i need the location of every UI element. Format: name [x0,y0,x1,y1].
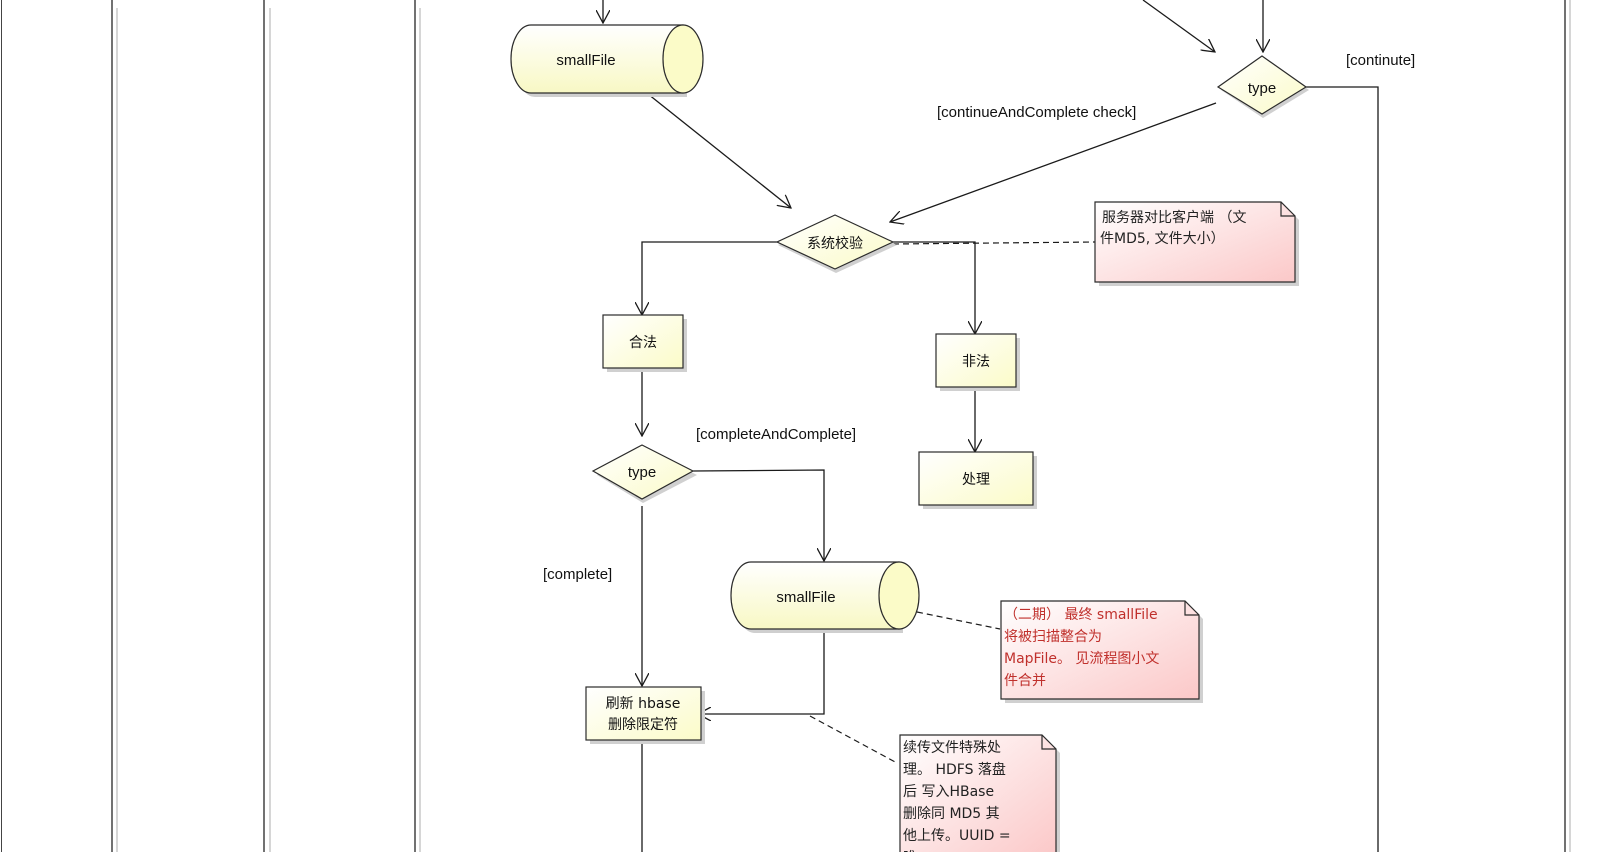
edge-type-to-check [890,102,1217,222]
illegal-action[interactable]: 非法 [935,333,1020,391]
check-note-line-1: 服务器对比客户端 （文 [1102,209,1246,226]
type-mid-label: type [628,464,656,481]
refresh-label-line2: 删除限定符 [608,717,678,733]
connectors [603,0,1379,852]
resume-note-line-5: 他上传。UUID = [903,828,1011,844]
smallfile-mid-node[interactable]: smallFile [730,561,920,633]
swimlane-borders [1,0,1571,852]
note-anchors [809,241,1096,764]
check-decision[interactable]: 系统校验 [775,214,897,273]
merge-note-line-2: 将被扫描整合为 [1004,629,1102,645]
type-top-decision[interactable]: type [1216,55,1309,118]
legal-action[interactable]: 合法 [602,314,687,372]
guard-labels: [continute] [continueAndComplete check] … [543,52,1415,583]
type-mid-decision[interactable]: type [591,444,697,503]
illegal-label: 非法 [962,354,990,370]
check-note-line-2: 件MD5, 文件大小） [1100,231,1225,247]
edge-smallfile-to-check [647,93,791,208]
resume-note: 续传文件特殊处 理。 HDFS 落盘 后 写入HBase 删除同 MD5 其 他… [899,734,1060,852]
guard-complete-and-complete: [completeAndComplete] [696,426,856,443]
smallfile-top-node[interactable]: smallFile [510,24,704,97]
smallfile-top-label: smallFile [556,52,615,69]
guard-complete: [complete] [543,566,612,583]
merge-note-line-4: 件合并 [1004,673,1046,689]
type-top-label: type [1248,80,1276,97]
resume-note-line-2: 理。 HDFS 落盘 [903,761,1006,778]
edge-into-type-top-b [1142,0,1215,52]
legal-label: 合法 [629,335,657,351]
refresh-hbase-action[interactable]: 刷新 hbase 删除限定符 [585,686,705,744]
resume-note-line-6: 唯一 [903,850,931,852]
edge-type-continute [1306,86,1379,852]
refresh-label-line1: 刷新 hbase [606,696,681,712]
edge-type-mid-to-smallfile-mid [692,469,824,561]
resume-note-line-3: 后 写入HBase [903,784,994,800]
merge-note: （二期） 最终 smallFile 将被扫描整合为 MapFile。 见流程图小… [1000,600,1203,703]
merge-note-line-1: （二期） 最终 smallFile [1004,607,1158,623]
check-label: 系统校验 [807,235,863,252]
resume-note-line-1: 续传文件特殊处 [903,739,1001,756]
guard-continue-and-complete-check: [continueAndComplete check] [937,104,1136,121]
edge-smallfile-mid-to-refresh [698,630,825,714]
smallfile-mid-label: smallFile [776,589,835,606]
edge-check-to-illegal [893,241,975,334]
handle-label: 处理 [962,472,990,488]
check-note: 服务器对比客户端 （文 件MD5, 文件大小） [1094,201,1299,286]
handle-action[interactable]: 处理 [918,451,1037,509]
merge-note-line-3: MapFile。 见流程图小文 [1004,651,1159,667]
guard-continute: [continute] [1346,52,1415,69]
resume-note-line-4: 删除同 MD5 其 [903,806,1000,822]
edge-check-to-legal [642,241,777,315]
